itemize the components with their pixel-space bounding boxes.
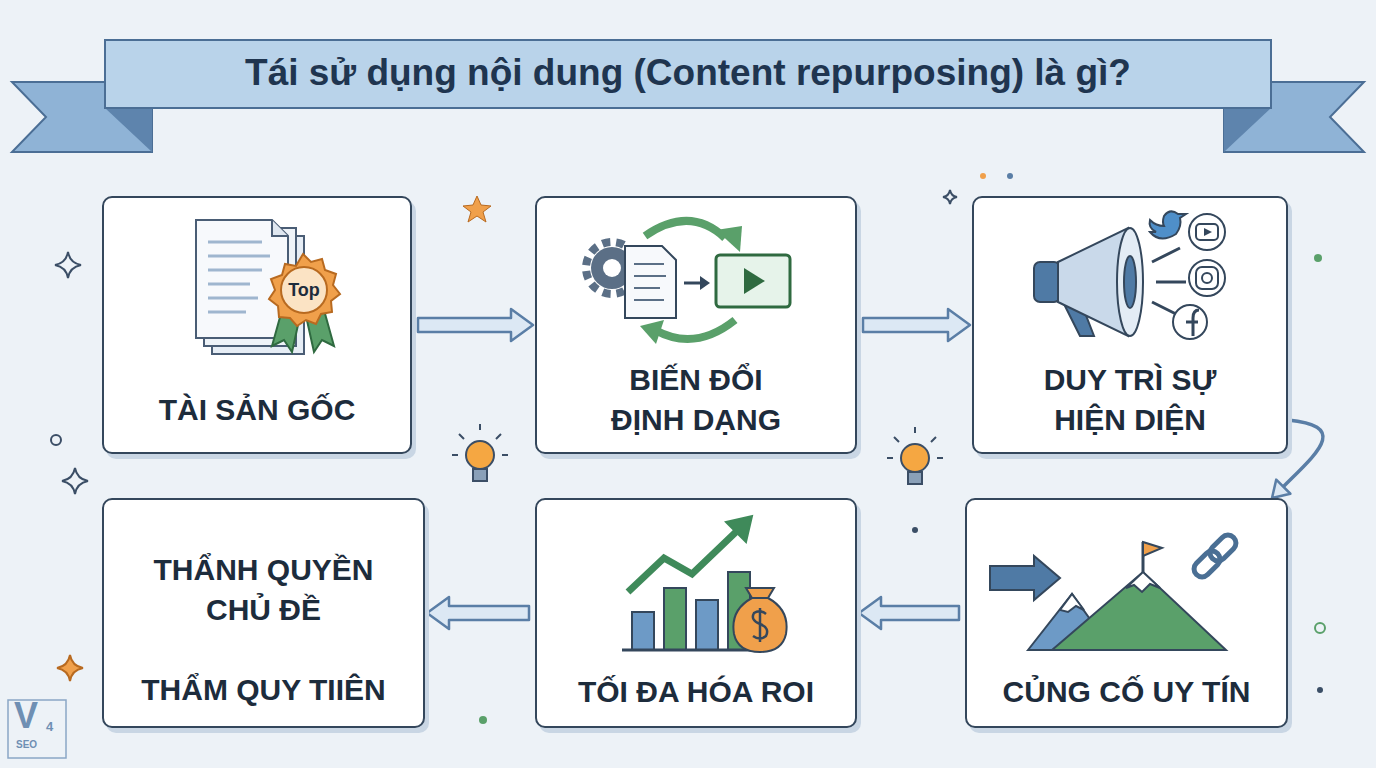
- flow-arrow: [863, 309, 970, 341]
- box-label: TÀI SẢN GỐC: [159, 390, 356, 430]
- box-label: DUY TRÌ SỰ HIỆN DIỆN: [1015, 360, 1245, 440]
- box-label: BIẾN ĐỔI ĐỊNH DẠNG: [596, 360, 796, 440]
- mountain-icon: [990, 542, 1226, 650]
- process-box: BIẾN ĐỔI ĐỊNH DẠNG: [535, 196, 857, 454]
- watermark: SEO: [16, 740, 37, 750]
- social-icons: [1150, 211, 1225, 339]
- flow-arrow: [859, 597, 959, 629]
- box-label: THẨNH QUYỀN CHỦ ĐỀ: [126, 550, 401, 630]
- ribbon-fold: [105, 108, 152, 152]
- process-box: TÀI SẢN GỐC: [102, 196, 412, 454]
- process-box: CỦNG CỐ UY TÍN: [965, 498, 1288, 728]
- ribbon-tail: [12, 82, 152, 152]
- star: [463, 196, 491, 222]
- watermark: 4: [46, 720, 53, 733]
- watermark: V: [14, 698, 38, 734]
- box-label: TỐI ĐA HÓA ROI: [578, 672, 814, 712]
- diagram-title: Tái sử dụng nội dung (Content repurposin…: [150, 50, 1226, 96]
- ribbon-tail: [1224, 82, 1364, 152]
- ribbon-fold: [1224, 108, 1271, 152]
- transform-icon: [586, 221, 790, 344]
- title-ribbon: [105, 40, 1271, 108]
- process-box: DUY TRÌ SỰ HIỆN DIỆN: [972, 196, 1288, 454]
- process-box: THẨNH QUYỀN CHỦ ĐỀ THẨM QUY TIIÊN: [102, 498, 425, 728]
- process-box: TỐI ĐA HÓA ROI: [535, 498, 857, 728]
- megaphone-icon: [1034, 228, 1186, 336]
- rosette-icon: [269, 254, 340, 352]
- flow-arrow: [418, 309, 533, 341]
- flow-arrow: [427, 597, 529, 629]
- growth-chart-icon: [622, 516, 787, 652]
- chain-link-icon: [1191, 532, 1240, 581]
- box-label: THẨM QUY TIIÊN: [141, 670, 385, 710]
- badge-label: Top: [288, 281, 320, 299]
- box-label: CỦNG CỐ UY TÍN: [1003, 672, 1251, 712]
- document-stack-icon: [196, 220, 304, 354]
